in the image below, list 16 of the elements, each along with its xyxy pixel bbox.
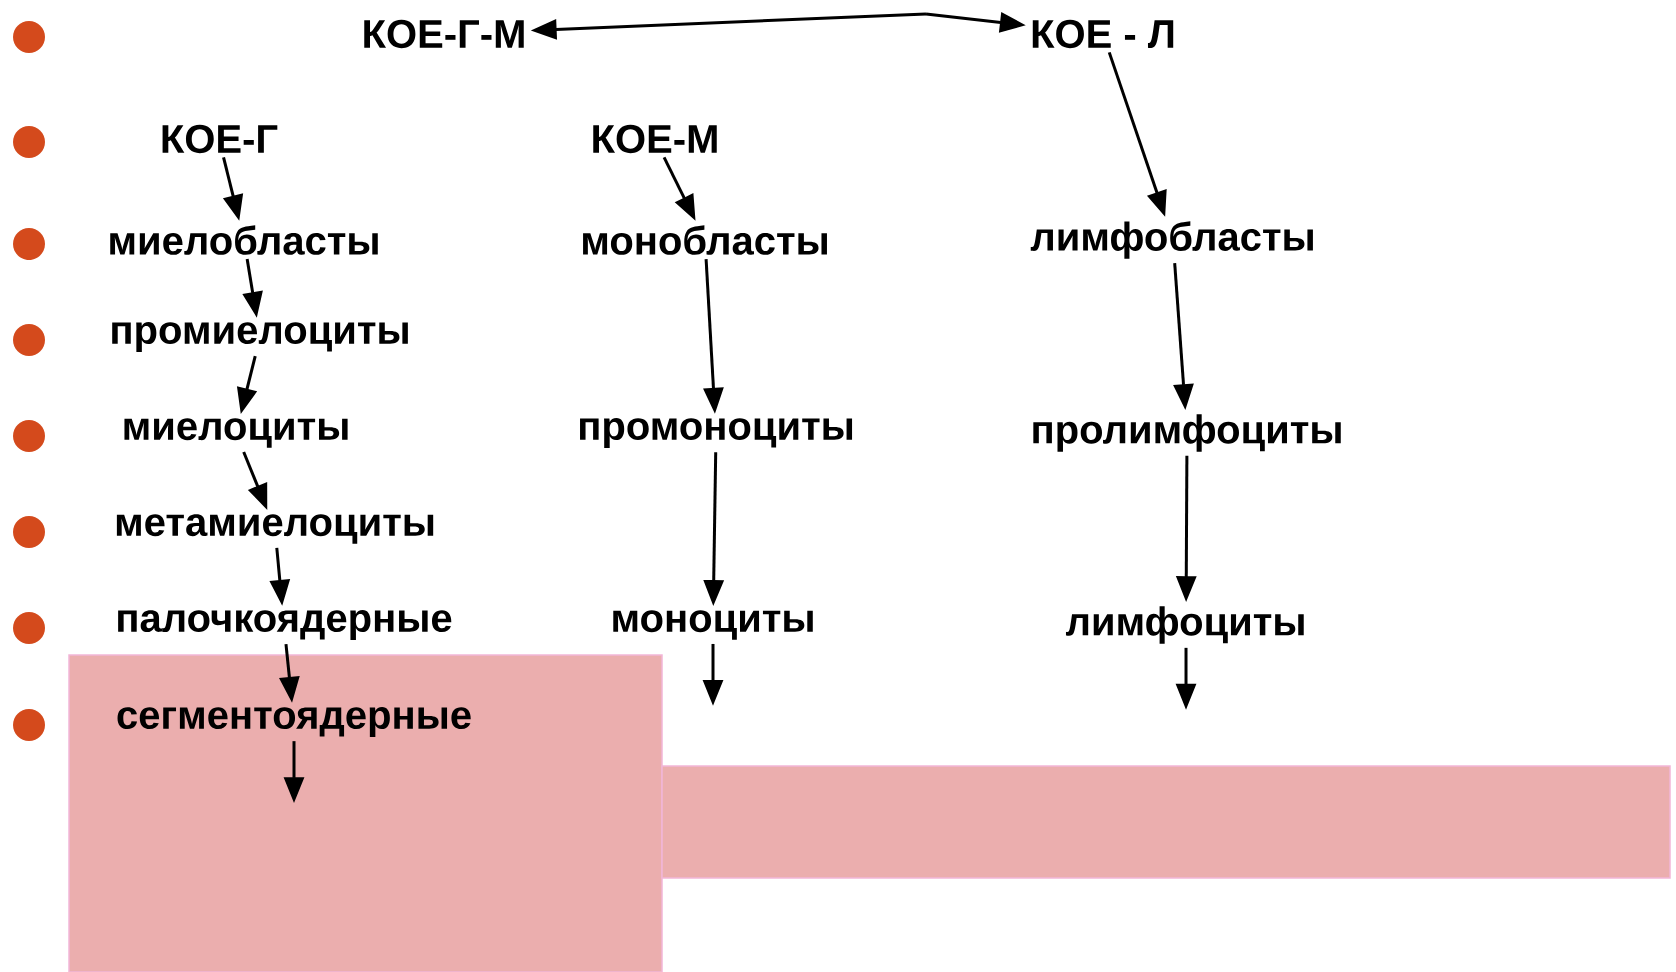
cell-name: КОЕ - Л xyxy=(1032,19,1174,49)
cell-name: лимфоциты xyxy=(1065,606,1304,644)
cell-name: КОЕ-М xyxy=(593,124,717,154)
cell-name: КОЕ-Г xyxy=(162,124,278,154)
cell-name: монобласты xyxy=(583,225,827,255)
cell-name: лимфобласты xyxy=(1030,221,1313,259)
cell-name: сегментоядерные xyxy=(117,707,471,737)
cell-name: КОЕ-Г-М xyxy=(364,19,524,49)
cell-name: моноциты xyxy=(613,610,813,640)
cell-name: миелобласты xyxy=(110,225,378,255)
cell-name: промиелоциты xyxy=(112,322,408,352)
cell-name: промоноциты xyxy=(580,418,853,448)
cell-name: пролимфоциты xyxy=(1033,414,1341,452)
cell-name: метамиелоциты xyxy=(116,514,434,544)
cell-name: палочкоядерные xyxy=(118,610,452,640)
cell-name: миелоциты xyxy=(124,418,348,448)
